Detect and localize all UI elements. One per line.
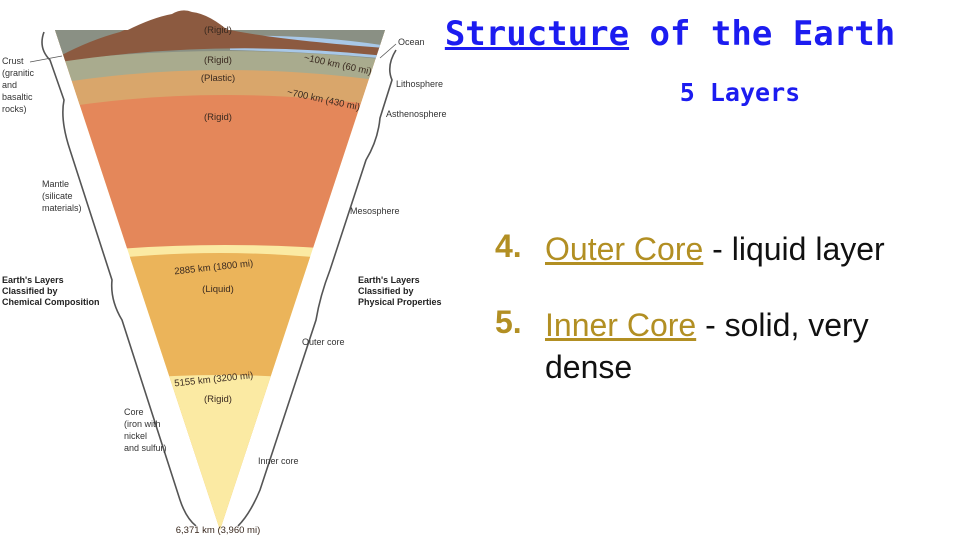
layer-points: 4. Outer Core - liquid layer 5. Inner Co… [495,228,955,422]
point-inner-core: 5. Inner Core - solid, very dense [495,304,955,388]
composition-label: Earth's Layers Classified by Chemical Co… [2,275,100,307]
continent [60,30,385,62]
desc-inner-core: - solid, very dense [545,307,869,385]
title-block: Structure of the Earth 5 Layers [430,12,930,107]
outer-core-label: Outer core [302,337,345,347]
page-subtitle: 5 Layers [679,78,801,107]
point-number: 4. [495,228,522,264]
outer-core-liquid-label: (Liquid) [202,284,234,295]
mesosphere-rigid-label: (Rigid) [204,112,232,123]
page-title: Structure of the Earth [410,12,930,56]
mesosphere-label: Mesosphere [350,206,400,216]
inner-core-rigid-label: (Rigid) [204,394,232,405]
left-bracket [41,31,197,527]
point-text: Inner Core - solid, very dense [545,304,955,388]
crust-label: Crust (granitic and basaltic rocks) [2,56,37,114]
core-label: Core (iron with nickel and sulfur) [124,407,167,453]
point-number: 5. [495,304,522,340]
asthenosphere-label: Asthenosphere [386,109,447,119]
title-rest: of the Earth [629,14,896,54]
term-inner-core: Inner Core [545,307,697,343]
asthenosphere-plastic-label: (Plastic) [201,73,235,84]
mountain-peak [120,10,232,34]
point-outer-core: 4. Outer Core - liquid layer [495,228,955,270]
depth-6371-label: 6,371 km (3,960 mi) [176,525,260,536]
desc-outer-core: - liquid layer [703,231,885,267]
lithosphere-label: Lithosphere [396,79,443,89]
physical-label: Earth's Layers Classified by Physical Pr… [358,275,442,307]
title-structure: Structure [444,14,630,54]
term-outer-core: Outer Core [545,231,704,267]
inner-core-label: Inner core [258,456,299,466]
point-text: Outer Core - liquid layer [545,228,955,270]
mantle-label: Mantle (silicate materials) [42,179,82,213]
ocean-label: Ocean [398,37,425,47]
crust-rigid-label: (Rigid) [204,25,232,36]
right-bracket [237,49,397,527]
lithosphere-rigid-label: (Rigid) [204,55,232,66]
earth-layers-diagram: (Rigid) (Rigid) (Plastic) (Rigid) (Liqui… [2,10,447,536]
